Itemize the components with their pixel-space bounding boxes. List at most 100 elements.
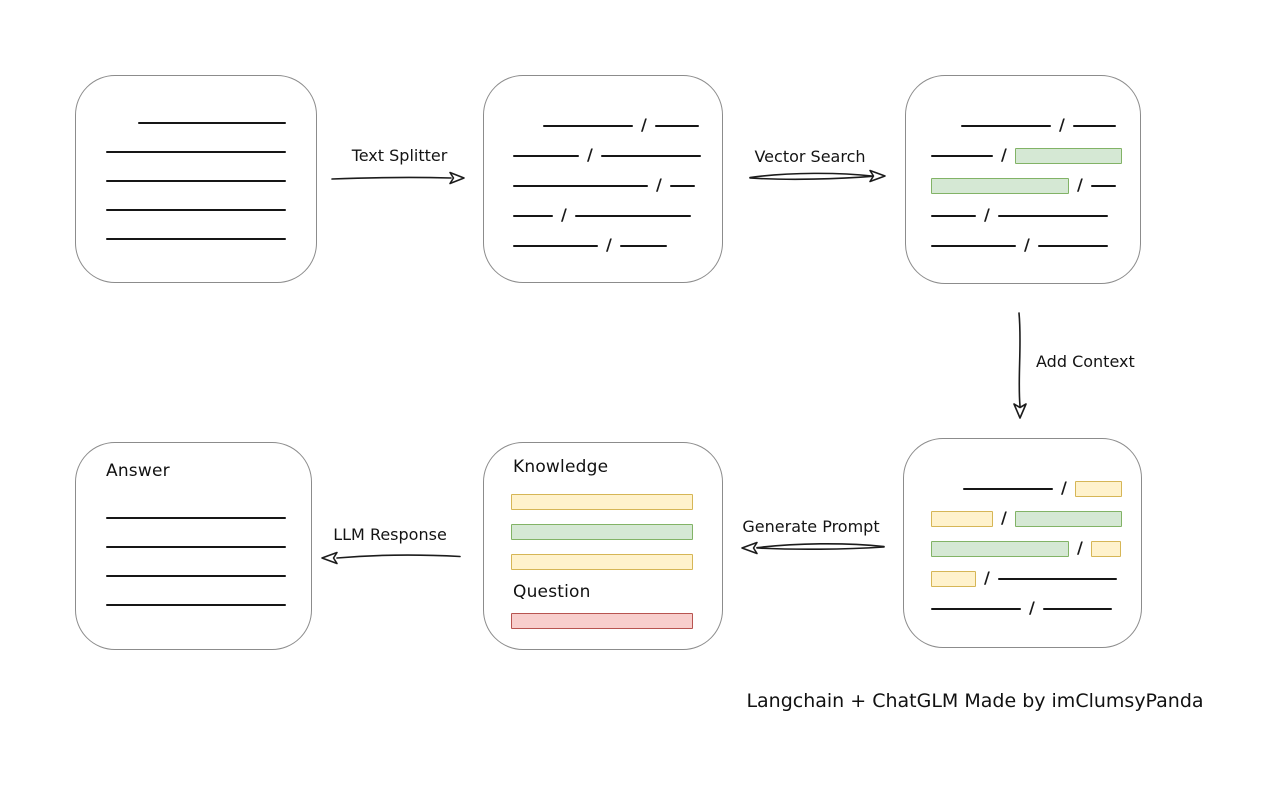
text-line-segment xyxy=(1072,125,1116,127)
question-heading: Question xyxy=(513,582,591,602)
text-line xyxy=(106,603,286,606)
text-line-row xyxy=(106,561,311,590)
context-rows: / / / / / xyxy=(904,439,1141,624)
add-context-arrow xyxy=(1013,312,1027,419)
slash-separator: / xyxy=(606,235,612,254)
highlight-green-segment xyxy=(1014,148,1122,164)
text-line-segment xyxy=(963,488,1053,490)
text-line-segment xyxy=(513,155,579,157)
slash-separator: / xyxy=(641,115,647,134)
chunk-row: / xyxy=(513,111,722,141)
chunk-row: / xyxy=(513,141,722,171)
yellow-knowledge-bar xyxy=(511,494,693,510)
slash-separator: / xyxy=(1059,115,1065,134)
slash-separator: / xyxy=(1077,538,1083,557)
text-line-row xyxy=(106,224,316,253)
answer-box: Answer xyxy=(75,442,312,650)
chunk-row: / xyxy=(931,564,1141,594)
llm-response-arrow xyxy=(321,551,461,565)
slash-separator: / xyxy=(1001,508,1007,527)
slash-separator: / xyxy=(561,205,567,224)
slash-separator: / xyxy=(1029,598,1035,617)
text-line xyxy=(106,237,286,240)
chunk-row: / xyxy=(513,201,722,231)
text-line-segment xyxy=(543,125,633,127)
vector-search-label: Vector Search xyxy=(754,147,866,166)
text-line-row xyxy=(106,503,311,532)
text-line-segment xyxy=(600,155,701,157)
text-line-segment xyxy=(997,578,1117,580)
text-line-segment xyxy=(1042,608,1112,610)
highlight-yellow-segment xyxy=(1090,541,1121,557)
slash-separator: / xyxy=(1024,235,1030,254)
vector-search-arrow xyxy=(749,169,886,183)
text-splitter-label: Text Splitter xyxy=(351,146,448,165)
red-question-bar xyxy=(511,613,693,629)
prompt-box: Knowledge Question xyxy=(483,442,723,650)
text-line-segment xyxy=(961,125,1051,127)
chunk-row: / xyxy=(513,231,722,261)
source-document-box xyxy=(75,75,317,283)
chunk-row: / xyxy=(513,171,722,201)
knowledge-bars xyxy=(511,494,722,570)
green-knowledge-bar xyxy=(511,524,693,540)
highlight-yellow-segment xyxy=(931,511,993,527)
chunk-row: / xyxy=(931,594,1141,624)
text-line-segment xyxy=(619,245,667,247)
text-line-segment xyxy=(1090,185,1116,187)
text-line-row xyxy=(106,166,316,195)
text-line-row xyxy=(106,137,316,166)
yellow-knowledge-bar xyxy=(511,554,693,570)
chunk-row: / xyxy=(931,474,1141,504)
chunk-row: / xyxy=(931,504,1141,534)
slash-separator: / xyxy=(984,205,990,224)
chunk-row: / xyxy=(931,534,1141,564)
text-line xyxy=(106,545,286,548)
text-line-segment xyxy=(931,155,993,157)
slash-separator: / xyxy=(1077,175,1083,194)
text-splitter-arrow xyxy=(331,171,465,185)
text-line xyxy=(106,574,286,577)
llm-response-label: LLM Response xyxy=(333,525,447,544)
text-line-segment xyxy=(513,215,553,217)
text-line-segment xyxy=(654,125,699,127)
text-line-segment xyxy=(931,245,1016,247)
search-result-box: / / / / / xyxy=(905,75,1141,284)
text-line-row xyxy=(106,590,311,619)
add-context-label: Add Context xyxy=(1036,352,1135,371)
search-result-rows: / / / / / xyxy=(906,76,1140,261)
text-line xyxy=(106,150,286,153)
highlight-yellow-segment xyxy=(1074,481,1122,497)
text-line xyxy=(106,208,286,211)
text-line-segment xyxy=(669,185,695,187)
document-lines xyxy=(76,76,316,253)
text-line-segment xyxy=(1037,245,1108,247)
chunk-rows: / / / / / xyxy=(484,76,722,261)
knowledge-heading: Knowledge xyxy=(513,457,609,477)
text-line-row xyxy=(106,532,311,561)
answer-lines xyxy=(106,503,311,606)
text-line-row xyxy=(106,195,316,224)
text-line-segment xyxy=(513,245,598,247)
context-box: / / / / / xyxy=(903,438,1142,648)
chunk-row: / xyxy=(931,201,1140,231)
text-line-segment xyxy=(931,215,976,217)
highlight-green-segment xyxy=(931,178,1069,194)
generate-prompt-arrow xyxy=(741,541,885,555)
slash-separator: / xyxy=(587,145,593,164)
highlight-yellow-segment xyxy=(931,571,976,587)
text-line xyxy=(138,121,286,124)
text-line-segment xyxy=(997,215,1108,217)
highlight-green-segment xyxy=(931,541,1069,557)
chunk-row: / xyxy=(931,231,1140,261)
text-line xyxy=(106,516,286,519)
slash-separator: / xyxy=(1001,145,1007,164)
slash-separator: / xyxy=(1061,478,1067,497)
text-line-segment xyxy=(931,608,1021,610)
slash-separator: / xyxy=(984,568,990,587)
answer-heading: Answer xyxy=(106,461,170,481)
diagram-caption: Langchain + ChatGLM Made by imClumsyPand… xyxy=(746,690,1204,712)
slash-separator: / xyxy=(656,175,662,194)
text-line-segment xyxy=(574,215,691,217)
